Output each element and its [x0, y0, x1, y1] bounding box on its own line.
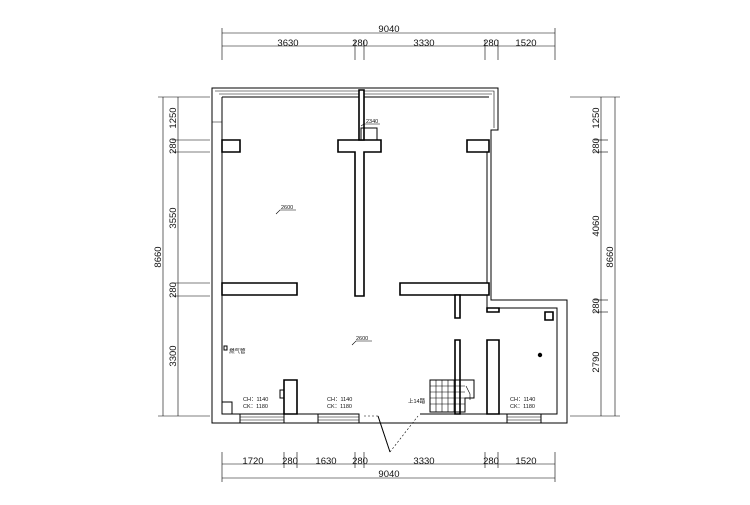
right-dim-4: 280 [591, 298, 602, 314]
ceiling-marker-main: 2600 [275, 205, 296, 215]
window-3-width: CK：1180 [510, 404, 535, 410]
top-dim-1: 3630 [277, 38, 298, 49]
window-1-width: CK：1180 [243, 404, 268, 410]
window-2-width: CK：1180 [327, 404, 352, 410]
bottom-dim-5: 3330 [413, 456, 434, 467]
right-dim-5: 2790 [591, 351, 602, 372]
top-dimension-chain: 9040 3630 280 3330 280 1520 [221, 24, 556, 60]
stairs [429, 379, 475, 413]
bottom-dim-6: 280 [483, 456, 499, 467]
right-dim-3: 4060 [591, 215, 602, 236]
left-dim-1: 1250 [168, 107, 179, 128]
ceiling-height-main: 2600 [281, 205, 293, 211]
top-dim-2: 280 [352, 38, 368, 49]
ceiling-marker-small: 2340 [360, 119, 380, 127]
left-total-dim: 8660 [153, 246, 164, 267]
top-dim-3: 3330 [413, 38, 434, 49]
window-3-height: CH：1140 [510, 397, 535, 403]
left-dimension-chain: 8660 1250 280 3550 280 3300 [153, 96, 210, 417]
gas-pipe-marker [223, 345, 228, 351]
top-dim-4: 280 [483, 38, 499, 49]
drain-marker [537, 352, 543, 358]
ceiling-marker-lower: 2600 [351, 336, 372, 346]
top-total-dim: 9040 [378, 24, 399, 35]
ceiling-height-small: 2340 [366, 119, 378, 125]
right-dimension-chain: 1250 280 4060 280 2790 8660 [570, 96, 620, 417]
bottom-total-dim: 9040 [378, 469, 399, 480]
bottom-dim-3: 1630 [315, 456, 336, 467]
walls [211, 87, 568, 424]
window-1-height: CH：1140 [243, 397, 268, 403]
bottom-dim-4: 280 [352, 456, 368, 467]
right-total-dim: 8660 [605, 246, 616, 267]
left-dim-3: 3550 [168, 207, 179, 228]
bottom-dim-1: 1720 [242, 456, 263, 467]
ceiling-height-lower: 2600 [356, 336, 368, 342]
left-dim-5: 3300 [168, 345, 179, 366]
bottom-dimension-chain: 1720 280 1630 280 3330 280 1520 9040 [221, 452, 556, 482]
window-3 [506, 413, 542, 424]
bottom-dim-7: 1520 [515, 456, 536, 467]
window-1 [239, 413, 285, 424]
entrance-door [364, 415, 419, 453]
window-2 [317, 413, 360, 424]
top-dim-5: 1520 [515, 38, 536, 49]
stair-note-label: 上14踏 [408, 397, 426, 405]
windows [239, 413, 542, 424]
right-dim-1: 1250 [591, 107, 602, 128]
left-dim-2: 280 [168, 138, 179, 154]
right-dim-2: 280 [591, 138, 602, 154]
bottom-dim-2: 280 [282, 456, 298, 467]
gas-pipe-label: 燃气管 [229, 347, 246, 355]
left-dim-4: 280 [168, 282, 179, 298]
window-2-height: CH：1140 [327, 397, 352, 403]
